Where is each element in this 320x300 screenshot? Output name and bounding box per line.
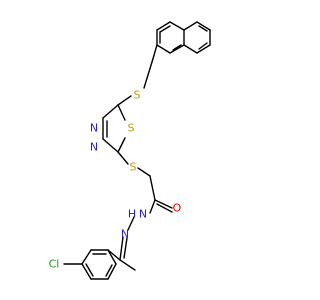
hydrazide-group — [119, 199, 173, 261]
double-bond-inner — [105, 264, 113, 277]
double-bond-inner — [198, 25, 208, 32]
bond — [149, 175, 156, 201]
bond — [156, 44, 171, 54]
bond — [137, 167, 151, 177]
bond — [107, 263, 117, 280]
bond — [149, 199, 156, 214]
molecule-structure: S S N N S O N H N Cl — [49, 21, 211, 280]
bond — [107, 249, 121, 261]
bond — [81, 263, 92, 280]
bond — [183, 44, 198, 54]
bond — [102, 104, 119, 119]
bond — [119, 236, 124, 261]
bond — [119, 259, 136, 271]
bond — [156, 21, 171, 31]
bond — [117, 95, 132, 106]
double-bond-inner — [85, 263, 94, 277]
chlorophenyl-group — [63, 249, 136, 280]
bond — [169, 44, 185, 54]
hydrogen-atom: H — [128, 208, 136, 221]
double-bond-inner — [172, 44, 182, 51]
bond — [117, 137, 126, 153]
bond — [117, 104, 126, 121]
double-bond-inner — [159, 25, 171, 33]
bond — [102, 138, 119, 153]
naphthalene-group — [143, 21, 211, 89]
bond — [143, 61, 153, 89]
nitrogen-atom-ring-top: N — [90, 122, 98, 135]
nitrogen-atom-ring-bottom: N — [90, 141, 98, 154]
sulfur-atom-thioether: S — [134, 89, 141, 102]
chlorine-atom: Cl — [49, 258, 60, 271]
bond — [107, 249, 117, 265]
thiadiazole-group — [102, 95, 156, 201]
bond — [154, 199, 173, 209]
nitrogen-atom-imine: N — [121, 228, 129, 241]
bond — [151, 44, 158, 63]
double-bond-inner — [198, 42, 208, 50]
atom-labels: S S N N S O N H N Cl — [49, 89, 182, 271]
oxygen-atom: O — [173, 202, 182, 215]
nitrogen-atom-hydrazide: N — [139, 208, 147, 221]
sulfur-atom-linker: S — [130, 161, 137, 174]
bond — [196, 44, 211, 54]
bond — [81, 249, 92, 265]
bond — [123, 237, 128, 259]
molecule-canvas: S S N N S O N H N Cl — [49, 21, 211, 280]
bond — [156, 203, 173, 213]
sulfur-atom-ring: S — [128, 122, 135, 135]
bond — [117, 151, 129, 165]
bond — [169, 21, 185, 31]
bond — [196, 21, 211, 31]
bond — [183, 21, 198, 31]
bond — [127, 216, 135, 231]
